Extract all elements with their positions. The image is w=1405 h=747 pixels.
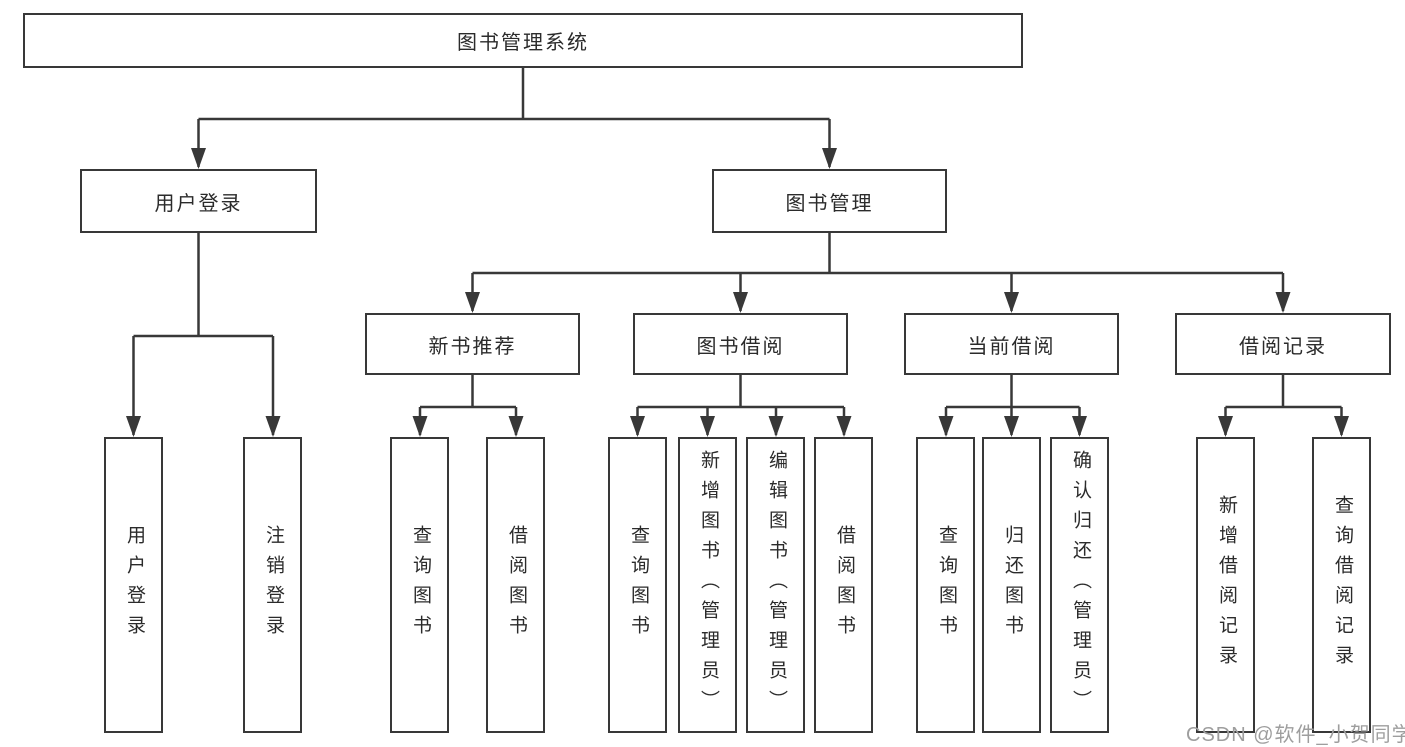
edge-root-to-level2 xyxy=(197,68,831,167)
leaf-user-login: 用户登录 xyxy=(104,437,163,733)
leaf-return-books: 归还图书 xyxy=(982,437,1041,733)
node-current-borrowing: 当前借阅 xyxy=(904,313,1119,375)
leaf-add-borrow-record: 新增借阅记录 xyxy=(1196,437,1255,733)
arrowhead xyxy=(1004,416,1019,437)
node-new-book-recommendation: 新书推荐 xyxy=(365,313,580,375)
arrowhead xyxy=(1004,292,1019,313)
leaf-label: 查询图书 xyxy=(935,525,957,645)
arrowhead xyxy=(700,416,715,437)
leaf-logout-login: 注销登录 xyxy=(243,437,302,733)
node-label: 图书管理系统 xyxy=(457,32,589,54)
arrowhead xyxy=(1275,292,1291,313)
leaf-label: 查询图书 xyxy=(627,525,649,645)
leaf-query-books: 查询图书 xyxy=(390,437,449,733)
edge-new-book-to-leaves xyxy=(418,375,518,435)
arrowhead xyxy=(465,292,480,313)
arrowhead xyxy=(412,416,428,437)
arrowhead xyxy=(508,416,524,437)
watermark: CSDN @软件_小贺同学 xyxy=(1186,724,1405,746)
node-label: 当前借阅 xyxy=(967,335,1056,358)
leaf-label: 借阅图书 xyxy=(505,525,527,645)
node-user-login: 用户登录 xyxy=(80,169,317,233)
node-label: 借阅记录 xyxy=(1239,335,1327,358)
leaf-confirm-return-admin: 确认归还（管理员） xyxy=(1050,437,1109,733)
leaf-label: 新增图书（管理员） xyxy=(697,450,719,720)
leaf-query-books: 查询图书 xyxy=(608,437,667,733)
arrowhead xyxy=(630,416,645,437)
node-label: 新书推荐 xyxy=(428,335,517,358)
leaf-borrow-books: 借阅图书 xyxy=(814,437,873,733)
leaf-edit-books-admin: 编辑图书（管理员） xyxy=(746,437,805,733)
leaf-label: 借阅图书 xyxy=(833,525,855,645)
arrowhead xyxy=(1072,416,1087,437)
node-label: 用户登录 xyxy=(154,192,243,215)
arrowhead xyxy=(733,292,748,313)
arrowhead xyxy=(1334,416,1349,437)
node-book-management: 图书管理 xyxy=(712,169,947,233)
leaf-label: 新增借阅记录 xyxy=(1215,495,1237,675)
arrowhead xyxy=(768,416,784,437)
edge-user-login-to-leaves xyxy=(132,233,275,435)
leaf-query-books: 查询图书 xyxy=(916,437,975,733)
leaf-label: 用户登录 xyxy=(123,525,145,645)
arrowhead xyxy=(836,416,852,437)
leaf-add-books-admin: 新增图书（管理员） xyxy=(678,437,737,733)
edge-book-mgmt-to-level3 xyxy=(471,233,1285,311)
leaf-borrow-books: 借阅图书 xyxy=(486,437,545,733)
arrowhead xyxy=(1218,416,1233,437)
node-borrowing-records: 借阅记录 xyxy=(1175,313,1391,375)
leaf-label: 查询借阅记录 xyxy=(1331,495,1353,675)
leaf-label: 归还图书 xyxy=(1001,525,1023,645)
leaf-label: 查询图书 xyxy=(409,525,431,645)
arrowhead xyxy=(126,416,141,437)
leaf-query-borrow-record: 查询借阅记录 xyxy=(1312,437,1371,733)
edge-borrow-to-leaves xyxy=(636,375,846,435)
arrowhead xyxy=(938,416,954,437)
arrowhead xyxy=(822,148,837,169)
node-label: 图书借阅 xyxy=(696,335,785,358)
leaf-label: 注销登录 xyxy=(262,525,284,645)
node-root: 图书管理系统 xyxy=(23,13,1023,68)
arrowhead xyxy=(265,416,281,437)
edge-records-to-leaves xyxy=(1224,375,1343,435)
node-label: 图书管理 xyxy=(785,192,874,215)
leaf-label: 编辑图书（管理员） xyxy=(765,450,787,720)
node-book-borrowing: 图书借阅 xyxy=(633,313,848,375)
arrowhead xyxy=(191,148,206,169)
leaf-label: 确认归还（管理员） xyxy=(1069,450,1091,720)
